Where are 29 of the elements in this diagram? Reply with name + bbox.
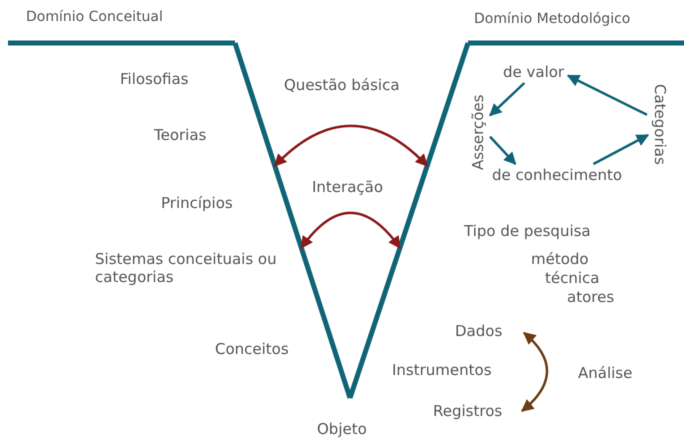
domain-heading: Domínio Metodológico [474, 10, 630, 28]
text-label: Teorias [154, 126, 206, 144]
text-label: Conceitos [215, 340, 289, 358]
arrow [592, 134, 650, 166]
arrow [274, 124, 428, 167]
text-label: Questão básica [284, 76, 400, 94]
text-label: Filosofias [120, 70, 188, 88]
arrow [521, 332, 548, 412]
node-label: de conhecimento [492, 166, 622, 184]
text-label: Instrumentos [392, 361, 492, 379]
node-label: Categorias [650, 78, 670, 170]
domain-heading: Domínio Conceitual [26, 8, 163, 26]
node-label: de valor [503, 63, 564, 81]
text-label: método [531, 250, 589, 268]
text-label: Objeto [317, 420, 367, 438]
edge-label: Análise [578, 364, 632, 382]
arrow [489, 82, 526, 116]
text-label: Tipo de pesquisa [464, 222, 591, 240]
node-label: Asserções [468, 86, 488, 178]
arrow [300, 212, 401, 249]
node-label: Dados [455, 322, 502, 340]
text-label: Interação [312, 178, 384, 196]
text-label: Princípios [161, 194, 233, 212]
text-label: Sistemas conceituais ou categorias [95, 250, 278, 286]
arrow [489, 136, 516, 165]
node-label: Registros [433, 402, 502, 420]
text-label: técnica [545, 269, 600, 287]
text-label: atores [567, 288, 614, 306]
arrow [566, 74, 648, 116]
